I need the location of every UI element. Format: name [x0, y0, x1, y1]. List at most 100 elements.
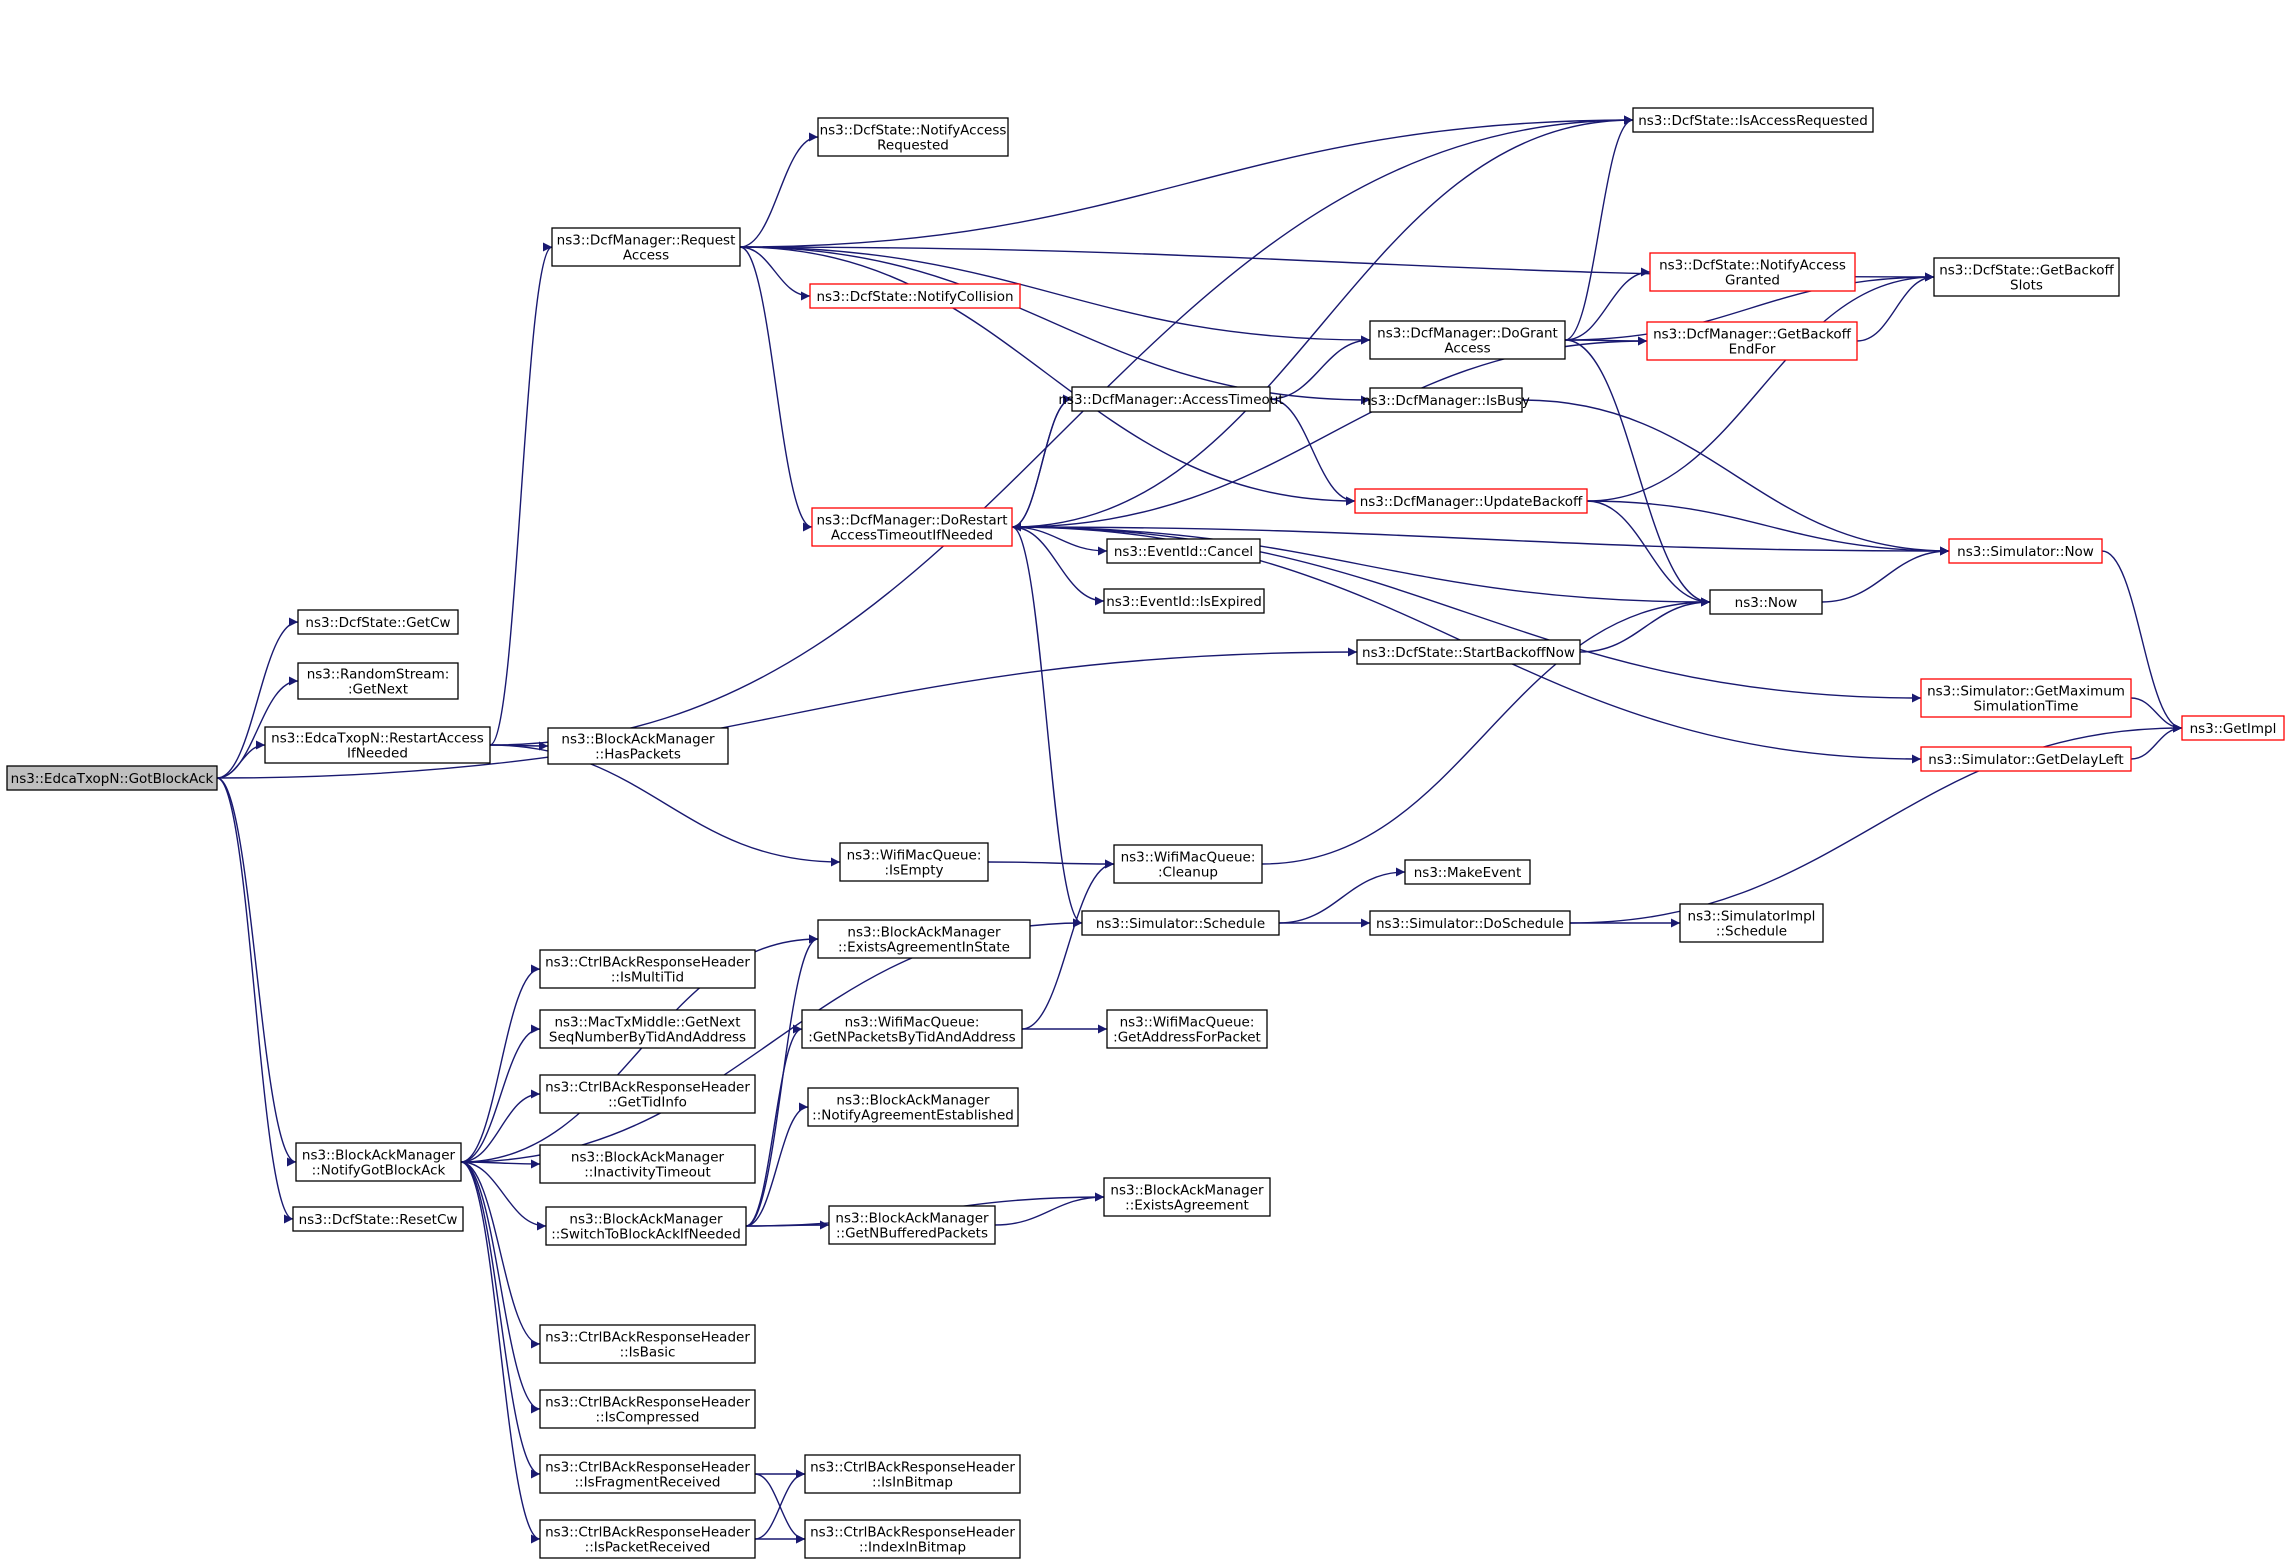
node-ns3-wifimacqueue-isempty[interactable]: ns3::WifiMacQueue::IsEmpty — [839, 842, 989, 882]
edge-simschedule-to-makeevent — [1278, 867, 1406, 924]
node-ns3-blockackmanager-existsagreement[interactable]: ns3::BlockAckManager::ExistsAgreement — [1103, 1177, 1271, 1217]
node-ns3-blockackmanager-existsagreementinstate[interactable]: ns3::BlockAckManager::ExistsAgreementInS… — [817, 919, 1031, 959]
node-ns3-blockackmanager-notifyagreementestablished[interactable]: ns3::BlockAckManager::NotifyAgreementEst… — [807, 1087, 1019, 1127]
node-ns3-dcfstate-resetcw[interactable]: ns3::DcfState::ResetCw — [292, 1206, 464, 1232]
node-ns3-getimpl[interactable]: ns3::GetImpl — [2181, 715, 2285, 741]
node-label: ns3::DcfManager::IsBusy — [1362, 393, 1530, 409]
node-ns3-dcfmanager-accesstimeout[interactable]: ns3::DcfManager::AccessTimeout — [1058, 386, 1284, 412]
node-ns3-simulatorimpl-schedule[interactable]: ns3::SimulatorImpl::Schedule — [1679, 903, 1824, 943]
node-ns3-dcfstate-startbackoffnow[interactable]: ns3::DcfState::StartBackoffNow — [1356, 639, 1581, 665]
node-box — [804, 1454, 1021, 1494]
node-ns3-blockackmanager-haspackets[interactable]: ns3::BlockAckManager::HasPackets — [547, 727, 729, 765]
node-ns3-dcfstate-notifycollision[interactable]: ns3::DcfState::NotifyCollision — [809, 283, 1021, 309]
node-label: ns3::BlockAckManager — [836, 1093, 990, 1109]
node-ns3-dcfstate-isaccessrequested[interactable]: ns3::DcfState::IsAccessRequested — [1632, 107, 1874, 133]
node-ns3-mactxmiddle-getnextseqnumberbytidandaddress[interactable]: ns3::MacTxMiddle::GetNextSeqNumberByTidA… — [539, 1009, 756, 1049]
edge-switchto-to-getnpackets — [745, 1024, 803, 1227]
edge-switchto-to-notifyestab — [745, 1102, 809, 1227]
node-label: ns3::CtrlBAckResponseHeader — [545, 955, 750, 971]
node-ns3-simulator-getdelayleft[interactable]: ns3::Simulator::GetDelayLeft — [1920, 746, 2132, 772]
node-ns3-wifimacqueue-cleanup[interactable]: ns3::WifiMacQueue::Cleanup — [1113, 844, 1263, 884]
node-label: ns3::DcfState::ResetCw — [299, 1212, 458, 1228]
edge-reqaccess-to-updatebackoff — [739, 246, 1356, 506]
node-box — [1920, 678, 2132, 718]
node-label: ns3::Simulator::GetMaximum — [1927, 684, 2125, 700]
node-label: ns3::DcfState::GetCw — [305, 615, 450, 631]
node-ns3-dcfmanager-isbusy[interactable]: ns3::DcfManager::IsBusy — [1362, 387, 1530, 413]
node-ns3-now[interactable]: ns3::Now — [1709, 589, 1823, 615]
edge-accesstimeout-to-dogrant — [1269, 335, 1371, 400]
node-ns3-ctrlbackresponseheader-ispacketreceived[interactable]: ns3::CtrlBAckResponseHeader::IsPacketRec… — [539, 1519, 756, 1559]
node-box — [297, 662, 459, 700]
node-ns3-ctrlbackresponseheader-isbasic[interactable]: ns3::CtrlBAckResponseHeader::IsBasic — [539, 1324, 756, 1364]
node-ns3-blockackmanager-getnbufferedpackets[interactable]: ns3::BlockAckManager::GetNBufferedPacket… — [828, 1205, 996, 1245]
node-box — [804, 1519, 1021, 1559]
node-ns3-wifimacqueue-getnpacketsbytidandaddress[interactable]: ns3::WifiMacQueue::GetNPacketsByTidAndAd… — [801, 1009, 1023, 1049]
node-ns3-ctrlbackresponseheader-iscompressed[interactable]: ns3::CtrlBAckResponseHeader::IsCompresse… — [539, 1389, 756, 1429]
node-ns3-eventid-cancel[interactable]: ns3::EventId::Cancel — [1106, 538, 1261, 564]
edge-dorestart-to-evexpired — [1011, 526, 1105, 606]
node-ns3-makeevent[interactable]: ns3::MakeEvent — [1404, 859, 1531, 885]
node-ns3-ctrlbackresponseheader-ismultitid[interactable]: ns3::CtrlBAckResponseHeader::IsMultiTid — [539, 949, 756, 989]
edge-getbackoffend-to-getbackoffslots — [1856, 272, 1935, 342]
node-label: ns3::DcfState::GetBackoff — [1939, 263, 2114, 279]
node-box — [551, 227, 741, 267]
node-ns3-ctrlbackresponseheader-indexinbitmap[interactable]: ns3::CtrlBAckResponseHeader::IndexInBitm… — [804, 1519, 1021, 1559]
node-ns3-dcfmanager-updatebackoff[interactable]: ns3::DcfManager::UpdateBackoff — [1354, 488, 1588, 514]
node-label: ns3::DcfState::StartBackoffNow — [1362, 645, 1575, 661]
edge-updatebackoff-to-now — [1586, 500, 1711, 607]
edge-notifygot-to-switchto — [460, 1161, 547, 1231]
node-label: ::IsBasic — [620, 1345, 676, 1361]
node-box — [1920, 746, 2132, 772]
node-ns3-ctrlbackresponseheader-gettidinfo[interactable]: ns3::CtrlBAckResponseHeader::GetTidInfo — [539, 1074, 756, 1114]
node-box — [809, 283, 1021, 309]
node-ns3-eventid-isexpired[interactable]: ns3::EventId::IsExpired — [1103, 588, 1265, 614]
node-ns3-ctrlbackresponseheader-isinbitmap[interactable]: ns3::CtrlBAckResponseHeader::IsInBitmap — [804, 1454, 1021, 1494]
node-label: ns3::Simulator::DoSchedule — [1376, 916, 1564, 932]
node-label: ::Schedule — [1716, 924, 1787, 940]
node-box — [1106, 538, 1261, 564]
node-label: ::IsPacketReceived — [585, 1540, 711, 1556]
node-ns3-blockackmanager-inactivitytimeout[interactable]: ns3::BlockAckManager::InactivityTimeout — [539, 1144, 756, 1184]
node-label: ns3::EventId::IsExpired — [1106, 594, 1262, 610]
node-label: ::HasPackets — [595, 747, 681, 763]
edge-getnpackets-to-wqcleanup — [1021, 859, 1115, 1030]
node-ns3-dcfmanager-dorestartaccesstimeoutifneeded[interactable]: ns3::DcfManager::DoRestartAccessTimeoutI… — [811, 507, 1013, 547]
node-box — [1103, 1177, 1271, 1217]
node-ns3-simulator-doschedule[interactable]: ns3::Simulator::DoSchedule — [1369, 910, 1571, 936]
node-ns3-dcfstate-getcw[interactable]: ns3::DcfState::GetCw — [297, 609, 459, 635]
node-box — [1649, 252, 1856, 292]
node-label: Access — [623, 248, 669, 264]
node-label: ns3::Now — [1735, 595, 1798, 611]
node-ns3-randomstream-getnext[interactable]: ns3::RandomStream::GetNext — [297, 662, 459, 700]
edge-root-to-restart — [216, 740, 266, 779]
edge-wqisempty-to-wqcleanup — [987, 859, 1115, 869]
node-label: :GetNext — [348, 682, 408, 698]
node-box — [1354, 488, 1588, 514]
node-ns3-edcatxopn-gotblockack[interactable]: ns3::EdcaTxopN::GotBlockAck — [6, 765, 218, 791]
edge-dorestart-to-getmaxsim — [1011, 526, 1922, 703]
edge-reqaccess-to-notifycoll — [739, 246, 811, 301]
node-ns3-simulator-now[interactable]: ns3::Simulator::Now — [1948, 538, 2103, 564]
node-ns3-wifimacqueue-getaddressforpacket[interactable]: ns3::WifiMacQueue::GetAddressForPacket — [1106, 1009, 1268, 1049]
node-ns3-ctrlbackresponseheader-isfragmentreceived[interactable]: ns3::CtrlBAckResponseHeader::IsFragmentR… — [539, 1454, 756, 1494]
edge-root-to-notifygot — [216, 777, 297, 1167]
node-box — [297, 609, 459, 635]
node-label: ns3::DcfManager::GetBackoff — [1653, 327, 1851, 343]
node-ns3-blockackmanager-switchtoblockackifneeded[interactable]: ns3::BlockAckManager::SwitchToBlockAckIf… — [545, 1206, 747, 1246]
node-label: ns3::DcfManager::AccessTimeout — [1058, 392, 1283, 408]
node-label: ns3::CtrlBAckResponseHeader — [545, 1395, 750, 1411]
node-ns3-simulator-schedule[interactable]: ns3::Simulator::Schedule — [1081, 910, 1280, 936]
node-box — [1071, 386, 1271, 412]
edge-notifygot-to-isfragrecv — [460, 1161, 541, 1479]
node-ns3-blockackmanager-notifygotblockack[interactable]: ns3::BlockAckManager::NotifyGotBlockAck — [295, 1142, 462, 1182]
